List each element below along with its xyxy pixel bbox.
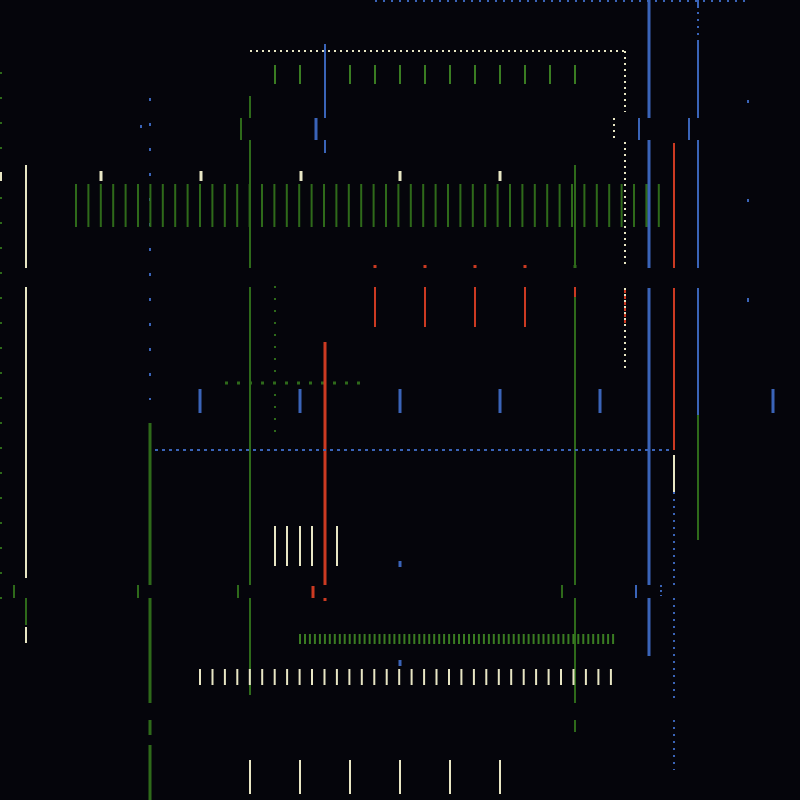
line-marks: [0, 0, 775, 800]
